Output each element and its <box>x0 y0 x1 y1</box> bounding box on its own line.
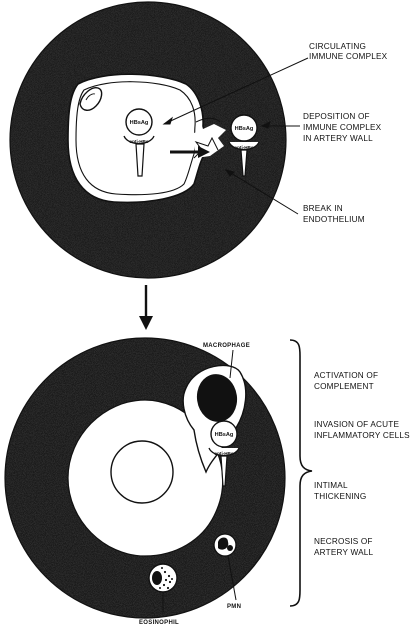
stage-activation-line2: COMPLEMENT <box>314 382 374 391</box>
label-break-line1: BREAK IN <box>303 204 343 213</box>
label-deposition-line1: DEPOSITION OF <box>303 112 370 121</box>
intimal-antigen-label: HBsAg <box>215 432 234 438</box>
label-eosinophil: EOSINOPHIL <box>139 620 179 626</box>
narrowed-lumen <box>110 440 174 504</box>
circulating-antibody-label: anti-HBs <box>130 139 149 144</box>
pmn-cell <box>213 533 237 557</box>
stage-necrosis-line2: ARTERY WALL <box>314 548 373 557</box>
label-macrophage: MACROPHAGE <box>203 343 250 349</box>
top-leader-lines <box>162 57 309 215</box>
label-break-line2: ENDOTHELIUM <box>303 215 365 224</box>
stage-labels: ACTIVATION OF COMPLEMENT INVASION OF ACU… <box>314 371 410 557</box>
label-circulating-line1: CIRCULATING <box>309 42 366 51</box>
circulating-immune-complex: HBsAg anti-HBs <box>123 108 155 177</box>
intimal-antibody-label: anti-HBs <box>215 451 234 456</box>
circulating-antigen-label: HBsAg <box>130 120 149 126</box>
stage-brace <box>289 339 313 607</box>
cell-labels: MACROPHAGE PMN EOSINOPHIL <box>139 343 250 626</box>
stage-intimal-line2: THICKENING <box>314 492 367 501</box>
deposited-antigen-label: HBsAg <box>235 126 254 132</box>
top-labels: CIRCULATING IMMUNE COMPLEX DEPOSITION OF… <box>303 42 388 224</box>
stage-invasion-line2: INFLAMMATORY CELLS <box>314 431 410 440</box>
migration-arrow <box>170 146 210 158</box>
bottom-leader-lines <box>162 349 237 612</box>
stage-invasion-line1: INVASION OF ACUTE <box>314 420 399 429</box>
stage-necrosis-line1: NECROSIS OF <box>314 537 373 546</box>
eosinophil-cell <box>148 563 178 593</box>
label-deposition-line2: IMMUNE COMPLEX <box>303 123 382 132</box>
deposited-immune-complex: HBsAg anti-HBs <box>228 114 260 177</box>
endothelial-nucleus <box>79 87 103 111</box>
deposited-antibody-label: anti-HBs <box>235 145 254 150</box>
label-pmn: PMN <box>227 604 241 610</box>
label-deposition-line3: IN ARTERY WALL <box>303 134 373 143</box>
intimal-immune-complex: HBsAg anti-HBs <box>208 420 240 487</box>
stage-activation-line1: ACTIVATION OF <box>314 371 378 380</box>
stage-intimal-line1: INTIMAL <box>314 481 348 490</box>
label-circulating-line2: IMMUNE COMPLEX <box>309 52 388 61</box>
progression-arrow <box>139 285 153 330</box>
